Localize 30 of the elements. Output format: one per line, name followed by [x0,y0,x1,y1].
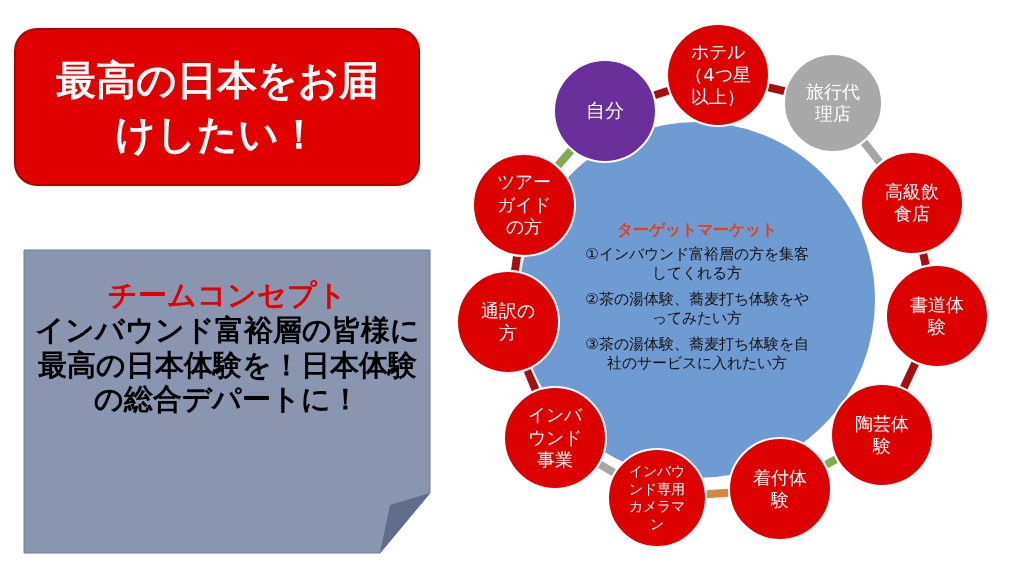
connector-line [860,139,883,165]
partner-circle: 着付体験 [728,437,832,541]
target-item: ③茶の湯体験、蕎麦打ち体験を自社のサービスに入れたい方 [584,334,810,374]
connector-line [919,252,930,267]
connector-line [511,256,521,271]
connector-line [900,361,919,390]
partner-circle: 通訳の方 [456,270,560,374]
concept-text: インバウンド富裕層の皆様に最高の日本体験を！日本体験の総合デパートに！ [33,312,421,418]
partner-circle: インバウンド専用カメラマン [607,448,707,548]
note-heading: チームコンセプト [106,278,348,313]
target-item: ①インバウンド富裕層の方を集客してくれる方 [584,244,810,284]
partner-circle: ツアーガイドの方 [472,153,576,257]
connector-line [597,460,616,477]
connector-line [824,455,838,469]
note-card [24,250,430,553]
partner-circle: 旅行代理店 [783,53,883,153]
connector-line [767,83,786,96]
partner-circle: ホテル（4つ星以上） [666,23,770,127]
circle-heading: ターゲットマーケット [617,220,777,241]
partner-circle: インバウンド事業 [503,386,607,490]
target-item: ②茶の湯体験、蕎麦打ち体験をやってみたい方 [584,289,810,329]
connector-line [706,488,729,499]
connector-line [653,86,670,100]
title-banner: 最高の日本をお届けしたい！ [14,28,420,186]
partner-circle: 高級飲食店 [860,151,964,255]
partner-circle: 書道体験 [885,264,989,368]
connector-line [523,368,540,392]
partner-circle: 自分 [553,59,657,163]
partner-circle: 陶芸体験 [830,383,934,487]
connector-line [554,147,575,169]
